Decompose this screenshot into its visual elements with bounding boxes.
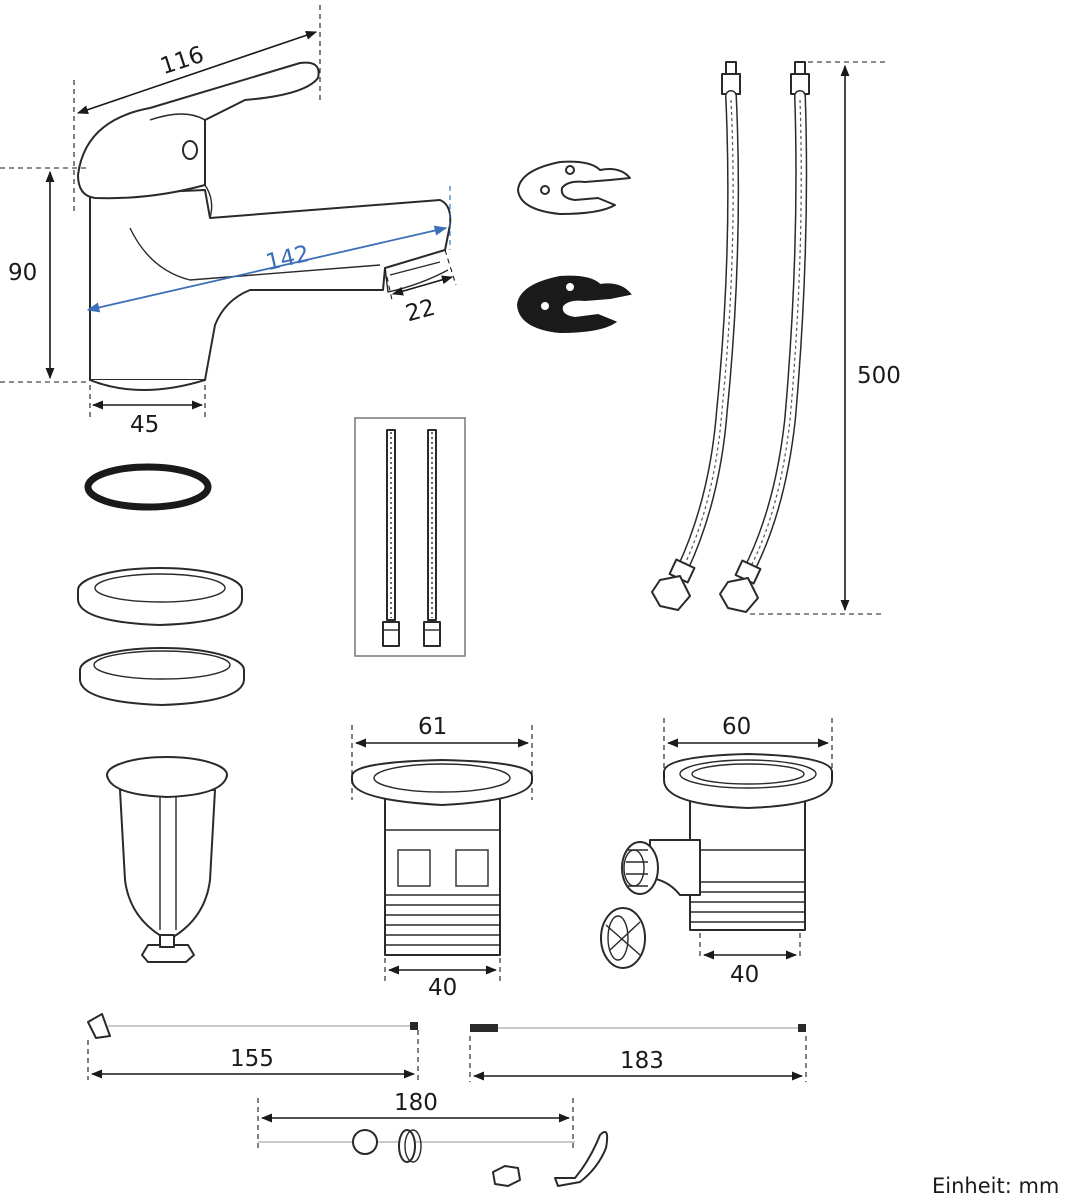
dim-overflow-top: 60 [722,714,751,740]
dim-overflow-bottom: 40 [730,962,759,988]
dim-line-spout-tip [391,275,454,296]
dim-popup-top: 61 [418,714,447,740]
overflow-drain-body [621,753,833,931]
dim-pull-rod: 155 [230,1046,274,1072]
lift-rod [470,1024,806,1032]
faucet-drawing [77,61,452,391]
dim-base: 45 [130,412,159,438]
popup-plug [106,756,228,963]
overflow-ring [600,907,646,969]
flexible-hoses [651,61,810,613]
flat-washer [77,567,243,626]
pivot-rod [258,1129,609,1187]
threaded-rods-box [354,417,466,657]
dim-faucet-width: 116 [157,42,207,80]
dim-line-faucet-width [76,31,318,114]
dim-line-spout-length [86,225,448,313]
dim-pivot-rod: 180 [394,1090,438,1116]
pull-rod [87,1013,418,1039]
dim-hose-length: 500 [857,363,901,389]
base-gasket [79,647,245,706]
mounting-plate-rubber [516,275,632,334]
mounting-plate-metal [517,160,631,215]
dim-faucet-height: 90 [8,260,37,286]
popup-drain-body [351,759,533,956]
unit-label: Einheit: mm [932,1174,1059,1198]
dim-spout-tip: 22 [403,295,438,328]
o-ring [84,463,212,511]
dim-popup-bottom: 40 [428,975,457,1001]
dim-lift-rod: 183 [620,1048,664,1074]
